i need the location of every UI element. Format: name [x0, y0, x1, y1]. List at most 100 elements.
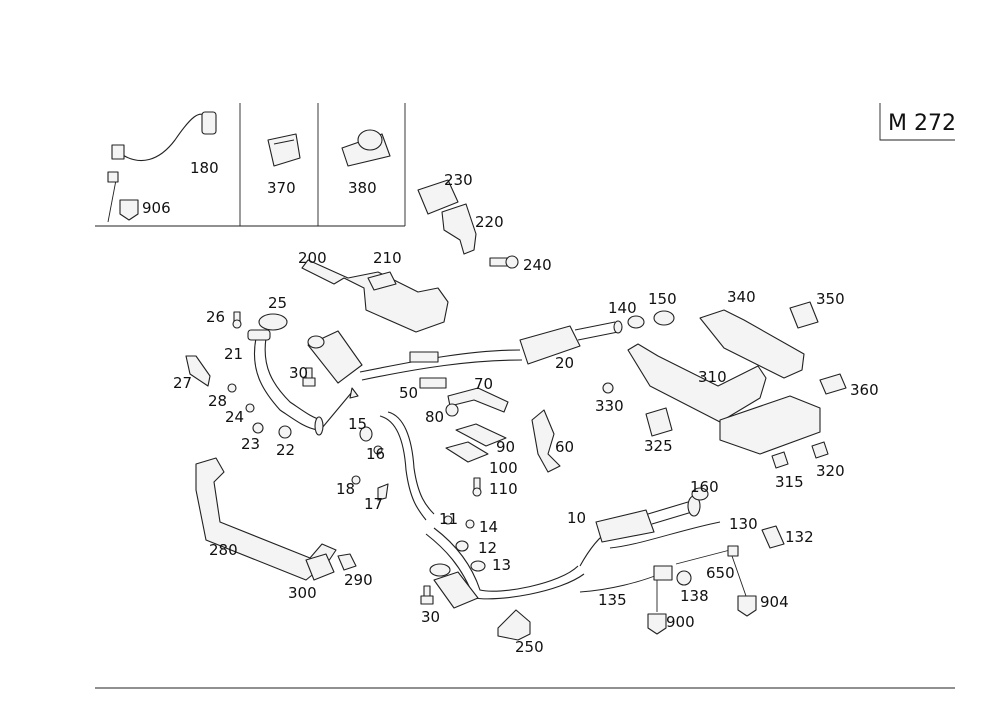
sensor-harness — [579, 521, 785, 635]
callout-138: 138 — [680, 587, 709, 605]
bolt-14 — [465, 519, 475, 529]
bolt-30-lower — [420, 585, 434, 605]
callout-110: 110 — [489, 480, 518, 498]
callout-18: 18 — [336, 480, 355, 498]
callout-150: 150 — [648, 290, 677, 308]
nut-11 — [443, 515, 453, 525]
callout-50: 50 — [399, 384, 418, 402]
callout-325: 325 — [644, 437, 673, 455]
callout-210: 210 — [373, 249, 402, 267]
callout-650: 650 — [706, 564, 735, 582]
callout-labels: 180 906 370 380 230 220 240 200 210 25 2… — [142, 159, 879, 656]
callout-24: 24 — [225, 408, 244, 426]
clip-370-part — [267, 133, 301, 167]
callout-28: 28 — [208, 392, 227, 410]
bolt-330 — [602, 382, 614, 394]
hanger-360 — [819, 373, 847, 395]
callout-22: 22 — [276, 441, 295, 459]
bolt-30-upper — [302, 367, 316, 387]
inset-panel — [95, 103, 406, 227]
rear-pipe-10 — [425, 495, 701, 609]
nut-16 — [373, 445, 383, 455]
callout-11: 11 — [439, 510, 458, 528]
bolt-110 — [472, 477, 482, 497]
bracket-17 — [377, 483, 389, 501]
callout-26: 26 — [206, 308, 225, 326]
bracket-210 — [367, 271, 397, 291]
callout-320: 320 — [816, 462, 845, 480]
callout-16: 16 — [366, 445, 385, 463]
callout-220: 220 — [475, 213, 504, 231]
callout-300: 300 — [288, 584, 317, 602]
clamp-13 — [470, 560, 486, 572]
clamp-12 — [455, 540, 469, 552]
clamp-150 — [653, 310, 675, 326]
heat-shield-rear — [719, 395, 821, 455]
bolt-26 — [232, 311, 242, 329]
callout-17: 17 — [364, 495, 383, 513]
grommet-380-part — [341, 129, 391, 167]
callout-20: 20 — [555, 354, 574, 372]
clip-315 — [771, 451, 789, 469]
bracket-280 — [195, 457, 337, 581]
callout-130: 130 — [729, 515, 758, 533]
clamp-23 — [252, 422, 264, 434]
callout-30-lower: 30 — [421, 608, 440, 626]
heat-shield-220 — [441, 203, 477, 255]
callout-900: 900 — [666, 613, 695, 631]
callout-280: 280 — [209, 541, 238, 559]
clamp-140 — [627, 315, 645, 329]
oxygen-sensor-part — [107, 111, 217, 223]
mount-250 — [497, 609, 531, 641]
callout-315: 315 — [775, 473, 804, 491]
callout-904: 904 — [760, 593, 789, 611]
callout-80: 80 — [425, 408, 444, 426]
callout-15: 15 — [348, 415, 367, 433]
mount-100 — [445, 441, 489, 463]
clamp-160 — [691, 487, 709, 501]
gasket-22 — [278, 425, 292, 439]
bolt-28 — [227, 383, 237, 393]
bracket-340 — [699, 309, 805, 379]
callout-13: 13 — [492, 556, 511, 574]
bolt-18 — [351, 475, 361, 485]
callout-230: 230 — [444, 171, 473, 189]
front-pipe-20 — [307, 320, 623, 429]
callout-290: 290 — [344, 571, 373, 589]
bracket-60 — [531, 409, 561, 473]
clip-290 — [337, 553, 357, 571]
bracket-200 — [301, 259, 449, 333]
callout-25: 25 — [268, 294, 287, 312]
callout-135: 135 — [598, 591, 627, 609]
callout-200: 200 — [298, 249, 327, 267]
callout-250: 250 — [515, 638, 544, 656]
callout-21: 21 — [224, 345, 243, 363]
callout-340: 340 — [727, 288, 756, 306]
callout-100: 100 — [489, 459, 518, 477]
callout-70: 70 — [474, 375, 493, 393]
crossmember-310 — [627, 343, 767, 423]
callout-23: 23 — [241, 435, 260, 453]
bracket-325 — [645, 407, 673, 437]
callout-350: 350 — [816, 290, 845, 308]
callout-240: 240 — [523, 256, 552, 274]
callout-14: 14 — [479, 518, 498, 536]
mount-90 — [455, 423, 507, 447]
clip-320 — [811, 441, 829, 459]
callout-30-upper: 30 — [289, 364, 308, 382]
clamp-300 — [305, 553, 335, 581]
callout-380: 380 — [348, 179, 377, 197]
callout-310: 310 — [698, 368, 727, 386]
hanger-350 — [789, 301, 819, 329]
intermediate-pipe — [351, 411, 435, 521]
callout-180: 180 — [190, 159, 219, 177]
bolt-240 — [489, 255, 519, 269]
heat-shield-230 — [417, 179, 459, 215]
callout-160: 160 — [690, 478, 719, 496]
callout-132: 132 — [785, 528, 814, 546]
callout-370: 370 — [267, 179, 296, 197]
nut-80 — [445, 403, 459, 417]
nut-24 — [245, 403, 255, 413]
